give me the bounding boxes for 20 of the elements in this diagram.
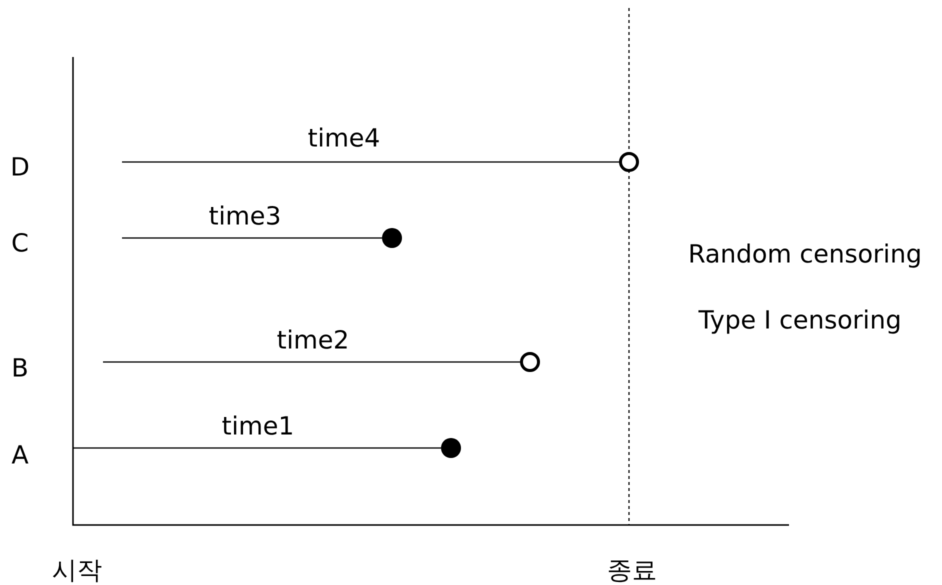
edge-label: time3 bbox=[208, 204, 282, 228]
axis-label: 종료 bbox=[607, 558, 657, 582]
row-label: B bbox=[11, 356, 29, 380]
edge-label: time2 bbox=[276, 328, 350, 352]
edge-label: time1 bbox=[222, 414, 294, 438]
axis-label: 시작 bbox=[52, 558, 102, 582]
edge-label: time4 bbox=[308, 126, 380, 150]
open-circle-marker bbox=[619, 152, 639, 172]
filled-dot-marker bbox=[382, 228, 402, 248]
row-label: C bbox=[11, 230, 29, 256]
filled-dot-marker bbox=[441, 438, 461, 458]
row-label: D bbox=[10, 154, 30, 180]
timeline bbox=[73, 447, 441, 449]
open-circle-marker bbox=[520, 352, 540, 372]
row-label: A bbox=[11, 442, 29, 468]
timeline bbox=[122, 237, 382, 239]
annotation: Random censoring bbox=[688, 242, 922, 266]
annotation: Type I censoring bbox=[698, 308, 902, 332]
timeline bbox=[103, 361, 520, 363]
timeline bbox=[122, 161, 619, 163]
